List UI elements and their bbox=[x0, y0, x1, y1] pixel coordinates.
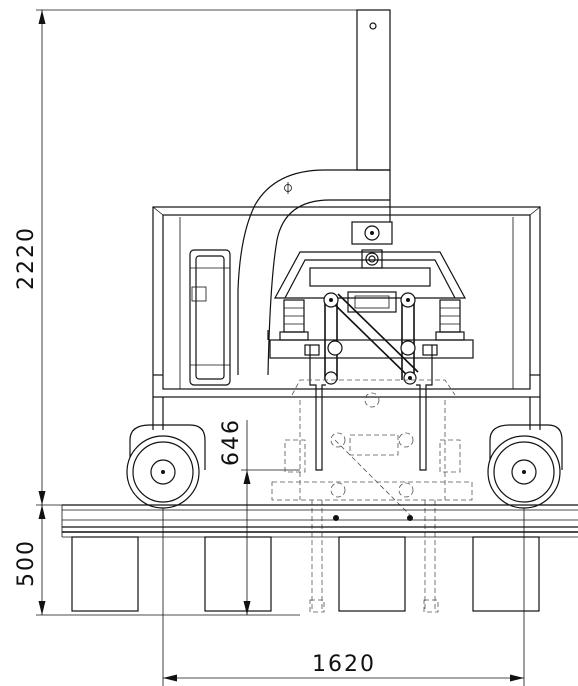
curved-arm bbox=[237, 169, 391, 376]
scissor-linkage bbox=[323, 292, 419, 385]
lifting-beam bbox=[269, 251, 474, 359]
lowered-position-phantom bbox=[271, 379, 473, 613]
rail-track bbox=[61, 504, 578, 538]
spring-mount-left bbox=[279, 299, 309, 341]
wheel-left bbox=[126, 435, 200, 509]
control-box bbox=[189, 249, 231, 386]
main-frame bbox=[152, 206, 541, 430]
dimension-rail-height bbox=[36, 504, 300, 616]
dimension-label-wheel-spacing: 1620 bbox=[312, 652, 376, 677]
dimension-lift-stroke bbox=[241, 420, 300, 615]
dimension-label-rail-height: 500 bbox=[14, 539, 39, 587]
spring-mount-right bbox=[435, 299, 465, 341]
dimension-overall-height bbox=[36, 9, 360, 505]
gripper-fingers bbox=[304, 344, 438, 471]
dimension-label-lift-stroke: 646 bbox=[219, 418, 244, 466]
wheel-right bbox=[487, 435, 561, 509]
sleepers bbox=[71, 536, 540, 612]
mast bbox=[356, 9, 391, 171]
hub bbox=[351, 221, 393, 269]
dimension-label-overall-height: 2220 bbox=[14, 226, 39, 290]
